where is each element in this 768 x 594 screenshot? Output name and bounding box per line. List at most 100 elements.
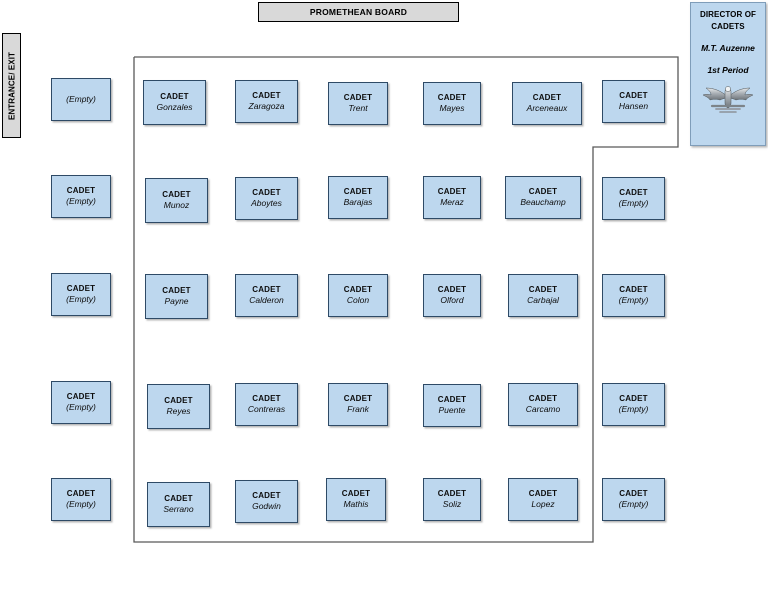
director-of-cadets-panel: DIRECTOR OF CADETS M.T. Auzenne 1st Peri… bbox=[690, 2, 766, 146]
desk-rank-label: CADET bbox=[619, 488, 648, 498]
desk-rank-label: CADET bbox=[252, 284, 281, 294]
desk-cadet-name: Reyes bbox=[166, 405, 191, 416]
director-name: M.T. Auzenne bbox=[701, 43, 755, 54]
desk-rank-label: CADET bbox=[437, 284, 467, 294]
entrance-exit-label: ENTRANCE/ EXIT bbox=[7, 51, 16, 120]
desk-r1-c1[interactable]: (Empty) bbox=[51, 78, 111, 121]
desk-rank-label: CADET bbox=[619, 90, 648, 100]
eagle-insignia-icon bbox=[702, 85, 754, 120]
room-outline-path bbox=[133, 56, 679, 543]
director-title: DIRECTOR OF CADETS bbox=[700, 9, 756, 32]
desk-cadet-name: Soliz bbox=[442, 498, 462, 509]
desk-cadet-name: Olford bbox=[440, 294, 464, 305]
desk-r4-c1[interactable]: CADET(Empty) bbox=[51, 381, 111, 424]
desk-empty-label: (Empty) bbox=[618, 197, 649, 208]
desk-rank-label: CADET bbox=[66, 185, 96, 195]
desk-cadet-name: Trent bbox=[348, 102, 368, 113]
desk-cadet-name: Carcamo bbox=[525, 403, 561, 414]
desk-rank-label: CADET bbox=[528, 393, 558, 403]
desk-cadet-name: Zaragoza bbox=[248, 100, 285, 111]
desk-rank-label: CADET bbox=[343, 186, 373, 196]
desk-cadet-name: Frank bbox=[347, 403, 369, 414]
desk-r3-c7[interactable]: CADET(Empty) bbox=[602, 274, 665, 317]
desk-rank-label: CADET bbox=[528, 284, 558, 294]
director-period: 1st Period bbox=[707, 65, 749, 76]
desk-cadet-name: Colon bbox=[346, 294, 370, 305]
desk-r2-c7[interactable]: CADET(Empty) bbox=[602, 177, 665, 220]
desk-cadet-name: Godwin bbox=[252, 500, 281, 511]
desk-rank-label: CADET bbox=[160, 91, 189, 101]
desk-cadet-name: Lopez bbox=[531, 498, 555, 509]
desk-cadet-name: Contreras bbox=[247, 403, 286, 414]
desk-cadet-name: Puente bbox=[438, 404, 466, 415]
desk-r2-c1[interactable]: CADET(Empty) bbox=[51, 175, 111, 218]
room-boundary-outline bbox=[133, 56, 679, 543]
desk-cadet-name: Hansen bbox=[618, 100, 649, 111]
desk-empty-label: (Empty) bbox=[66, 498, 96, 509]
desk-rank-label: CADET bbox=[343, 92, 373, 102]
desk-rank-label: CADET bbox=[164, 395, 193, 405]
desk-rank-label: CADET bbox=[532, 92, 562, 102]
desk-rank-label: CADET bbox=[252, 187, 281, 197]
desk-rank-label: CADET bbox=[528, 186, 558, 196]
director-title-line1: DIRECTOR OF bbox=[699, 10, 757, 19]
desk-cadet-name: Gonzales bbox=[156, 101, 193, 112]
desk-cadet-name: Aboytes bbox=[251, 197, 282, 208]
desk-rank-label: CADET bbox=[528, 488, 558, 498]
desk-cadet-name: Arceneaux bbox=[526, 102, 568, 113]
desk-rank-label: CADET bbox=[66, 391, 96, 401]
desk-empty-label: (Empty) bbox=[66, 93, 96, 104]
desk-rank-label: CADET bbox=[341, 488, 371, 498]
desk-cadet-name: Carbajal bbox=[527, 294, 559, 305]
desk-r5-c7[interactable]: CADET(Empty) bbox=[602, 478, 665, 521]
desk-r4-c7[interactable]: CADET(Empty) bbox=[602, 383, 665, 426]
desk-empty-label: (Empty) bbox=[66, 293, 96, 304]
desk-cadet-name: Serrano bbox=[163, 503, 194, 514]
desk-cadet-name: Barajas bbox=[343, 196, 373, 207]
desk-r3-c1[interactable]: CADET(Empty) bbox=[51, 273, 111, 316]
desk-rank-label: CADET bbox=[619, 284, 648, 294]
desk-rank-label: CADET bbox=[619, 393, 648, 403]
desk-cadet-name: Munoz bbox=[163, 199, 190, 210]
desk-rank-label: CADET bbox=[252, 393, 281, 403]
director-title-line2: CADETS bbox=[711, 21, 745, 31]
entrance-exit-marker: ENTRANCE/ EXIT bbox=[2, 33, 21, 138]
desk-empty-label: (Empty) bbox=[618, 294, 649, 305]
desk-r5-c1[interactable]: CADET(Empty) bbox=[51, 478, 111, 521]
desk-rank-label: CADET bbox=[162, 285, 191, 295]
desk-rank-label: CADET bbox=[252, 490, 281, 500]
desk-empty-label: (Empty) bbox=[618, 403, 649, 414]
desk-rank-label: CADET bbox=[252, 90, 281, 100]
desk-rank-label: CADET bbox=[66, 283, 96, 293]
desk-empty-label: (Empty) bbox=[66, 401, 96, 412]
desk-rank-label: CADET bbox=[162, 189, 191, 199]
desk-rank-label: CADET bbox=[619, 187, 648, 197]
